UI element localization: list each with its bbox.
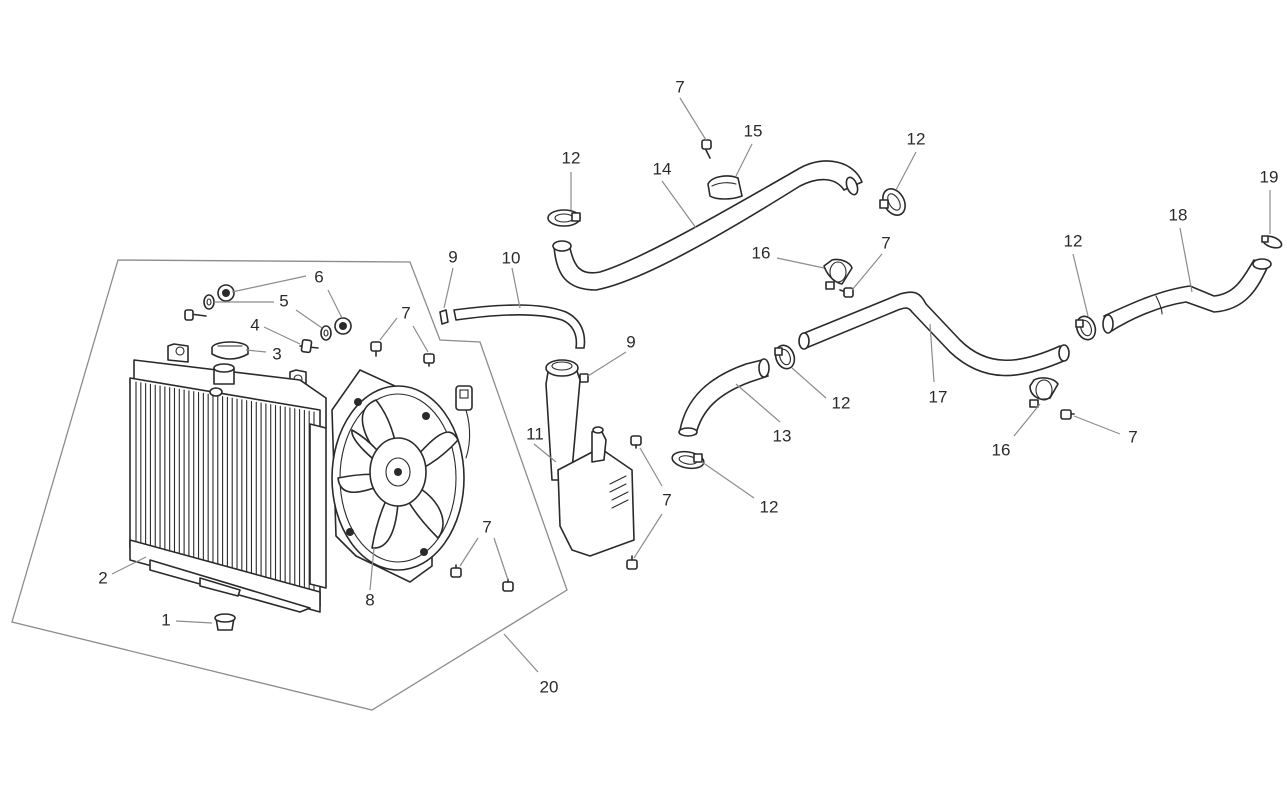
callout-11: 11 [526,425,544,444]
hose-clamp-12e [1075,315,1097,341]
callout-15: 15 [744,122,763,141]
callout-12-upper-right: 12 [907,130,926,149]
callout-12-right: 12 [1064,232,1083,251]
hose-bracket [707,175,743,200]
hose-clamp-12b [879,188,906,216]
washer-5b [320,325,332,341]
radiator-core-fins [135,381,315,597]
callout-7-pipe-mid: 7 [881,234,890,253]
callout-labels: 1 2 3 4 5 6 7 7 7 7 7 7 8 9 9 10 11 12 1… [98,78,1278,697]
washer-5a [203,294,215,310]
bolt-7d [423,353,435,367]
clip-9a [439,309,449,325]
callout-8: 8 [365,591,374,610]
bolt-7a [701,139,712,159]
callout-1: 1 [161,611,170,630]
bolt-7h [502,578,514,592]
cooling-fan [331,369,473,583]
callout-3: 3 [272,345,281,364]
long-coolant-pipe [798,291,1070,377]
bolt-7c [370,341,382,357]
bolt-7g [450,564,462,578]
drain-plug [214,613,236,631]
radiator [129,343,327,613]
hose-clamp-12d [671,450,705,470]
callout-20: 20 [540,678,559,697]
callout-17: 17 [929,388,948,407]
clip-9b [579,373,589,383]
callout-10: 10 [502,249,521,268]
bolt-7i [1060,409,1075,420]
hose-support-16a [823,258,853,290]
callout-12-middle: 12 [832,394,851,413]
callout-4: 4 [250,316,259,335]
callout-12-lower: 12 [760,498,779,517]
callout-19: 19 [1260,168,1279,187]
callout-7-fan-top: 7 [401,304,410,323]
callout-14: 14 [653,160,672,179]
hose-clamp-19 [1261,235,1283,249]
lower-short-hose [678,358,770,437]
callout-5: 5 [279,292,288,311]
hose-support-16b [1029,377,1059,408]
callout-18: 18 [1169,206,1188,225]
screw-left [184,309,207,321]
callout-7-upper-hose: 7 [675,78,684,97]
hose-clamp-12c [774,344,796,370]
leader-lines [111,97,1271,673]
return-hose [1102,258,1272,334]
callout-7-pipe-right: 7 [1128,428,1137,447]
callout-7-fan-bottom: 7 [482,518,491,537]
callout-13: 13 [773,427,792,446]
callout-2: 2 [98,569,107,588]
callout-6: 6 [314,268,323,287]
hose-clamp-12a [547,209,581,227]
callout-9-top: 9 [448,248,457,267]
callout-16-upper: 16 [752,244,771,263]
bolt-7f [626,555,638,570]
bolt-7b [839,287,854,298]
radiator-assembly-outline [11,259,568,711]
grommet-6a [217,284,235,302]
bolt-7e [630,435,642,449]
callout-12-upper-left: 12 [562,149,581,168]
callout-7-reservoir: 7 [662,491,671,510]
callout-9-reservoir: 9 [626,333,635,352]
grommet-6b [334,317,352,335]
overflow-hose [453,304,586,349]
coolant-reservoir [545,359,635,557]
upper-radiator-hose [552,160,863,291]
radiator-cap [211,341,249,360]
bolt-4 [299,338,319,354]
callout-16-lower: 16 [992,441,1011,460]
